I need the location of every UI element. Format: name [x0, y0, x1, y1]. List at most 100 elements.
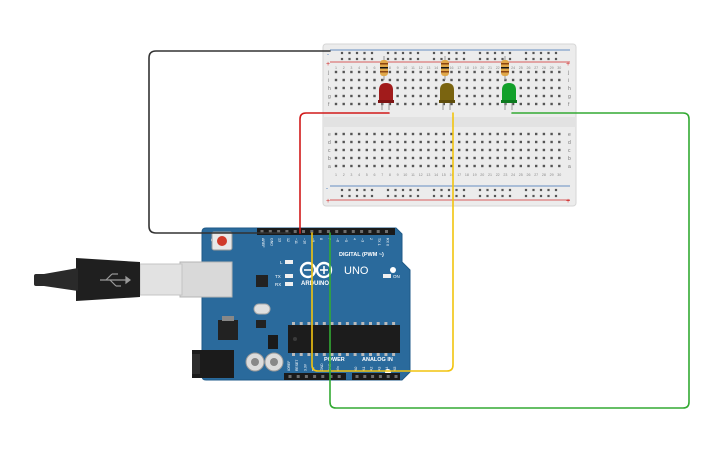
- red-wire[interactable]: [299, 112, 390, 234]
- green-led[interactable]: [501, 83, 517, 110]
- breadboard-hole: [550, 70, 553, 74]
- breadboard-hole: [458, 70, 461, 74]
- breadboard-hole: [350, 148, 353, 152]
- led-tx-label: TX: [275, 274, 281, 279]
- breadboard-hole: [558, 86, 561, 90]
- chip-pin: [384, 322, 388, 325]
- header-pin: [337, 375, 341, 378]
- digital-pin-label: 4: [352, 238, 356, 240]
- rail-hole: [416, 51, 420, 55]
- breadboard-hole: [458, 140, 461, 144]
- column-number: 13: [426, 66, 430, 70]
- breadboard-hole: [419, 102, 422, 106]
- breadboard-hole: [342, 94, 345, 98]
- breadboard-hole: [496, 94, 499, 98]
- chip-pin: [392, 322, 396, 325]
- black-wire[interactable]: [148, 50, 331, 234]
- usb-cable[interactable]: [34, 258, 233, 301]
- column-number: 30: [557, 173, 561, 177]
- chip-pin: [292, 353, 295, 356]
- wires[interactable]: [148, 50, 690, 409]
- column-number: 28: [542, 173, 546, 177]
- rail-hole: [539, 194, 543, 198]
- breadboard-hole: [519, 140, 522, 144]
- column-number: 11: [411, 66, 415, 70]
- breadboard-hole: [388, 140, 392, 144]
- breadboard-hole: [381, 78, 384, 82]
- breadboard-hole: [427, 156, 430, 160]
- breadboard-hole: [535, 94, 538, 98]
- leds[interactable]: [378, 83, 517, 110]
- column-number: 11: [411, 173, 415, 177]
- rail-hole: [401, 51, 405, 55]
- green-wire[interactable]: [329, 112, 690, 409]
- breadboard-hole: [334, 86, 338, 90]
- chip-pin: [299, 322, 303, 325]
- breadboard-hole: [488, 94, 492, 98]
- breadboard-hole: [434, 156, 438, 160]
- breadboard-hole: [396, 86, 399, 90]
- breadboard-hole: [434, 164, 438, 168]
- chip-notch: [293, 337, 297, 341]
- rail-hole: [554, 188, 558, 192]
- breadboard-hole: [373, 140, 376, 144]
- breadboard-hole: [357, 164, 361, 168]
- breadboard-hole: [535, 164, 538, 168]
- breadboard-hole: [334, 102, 338, 106]
- breadboard-hole: [488, 164, 492, 168]
- column-number: 29: [550, 66, 554, 70]
- on-label: ON: [393, 274, 400, 279]
- breadboard-hole: [442, 132, 445, 136]
- rail-hole: [363, 188, 366, 192]
- red-led[interactable]: [378, 83, 394, 110]
- breadboard-hole: [350, 140, 353, 144]
- breadboard-hole: [342, 164, 345, 168]
- resistor-2[interactable]: [441, 56, 449, 80]
- column-number: 25: [519, 66, 523, 70]
- rail-hole: [493, 194, 497, 198]
- column-number: 21: [488, 173, 492, 177]
- rail-plus-label-bottom: +: [326, 198, 330, 205]
- resistor-3[interactable]: [501, 56, 509, 80]
- digital-label: DIGITAL (PWM ~): [339, 252, 384, 258]
- rail-hole: [340, 57, 344, 61]
- resistors[interactable]: [380, 56, 509, 80]
- breadboard-hole: [481, 102, 484, 106]
- analog-pin-label: A4: [385, 367, 389, 371]
- breadboard-hole: [442, 78, 445, 82]
- header-pin: [304, 375, 308, 378]
- breadboard-hole: [442, 164, 445, 168]
- breadboard-hole: [450, 132, 453, 136]
- column-number: 23: [503, 173, 507, 177]
- icsp-header: [268, 335, 278, 349]
- breadboard-hole: [504, 140, 507, 144]
- atmega-chip: [288, 325, 400, 353]
- rail-plus-label-right: +: [566, 61, 570, 68]
- breadboard-hole: [465, 140, 469, 144]
- header-pin: [386, 375, 390, 378]
- rail-hole: [432, 188, 436, 192]
- rail-hole: [386, 57, 390, 61]
- chip-pin: [345, 353, 349, 356]
- rail-hole: [508, 194, 512, 198]
- column-number: 1: [335, 173, 337, 177]
- yellow-wire[interactable]: [311, 112, 454, 372]
- rail-hole: [440, 194, 443, 198]
- yellow-led[interactable]: [439, 83, 455, 110]
- breadboard-hole: [496, 78, 499, 82]
- rail-hole: [455, 188, 458, 192]
- column-number: 12: [419, 66, 423, 70]
- rail-hole: [401, 194, 405, 198]
- breadboard-hole: [411, 156, 415, 160]
- breadboard-hole: [458, 78, 461, 82]
- breadboard-hole: [496, 156, 499, 160]
- dc-jack-opening: [192, 354, 200, 374]
- reset-button[interactable]: [217, 236, 227, 246]
- rail-hole: [532, 188, 535, 192]
- breadboard-hole: [357, 86, 361, 90]
- column-number: 13: [426, 173, 430, 177]
- rail-hole: [508, 51, 512, 55]
- resistor-1[interactable]: [380, 56, 388, 80]
